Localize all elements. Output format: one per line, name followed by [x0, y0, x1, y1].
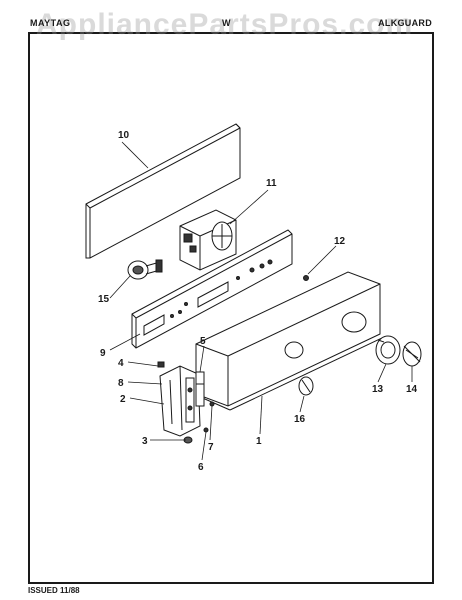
- callout-15: 15: [98, 294, 110, 305]
- header-model: W: [222, 18, 231, 28]
- part-screw: [303, 275, 309, 281]
- part-push-switch: [195, 371, 205, 407]
- callout-2: 2: [120, 394, 126, 405]
- callout-9: 9: [100, 348, 106, 359]
- callout-4: 4: [118, 358, 124, 369]
- part-selector-knob: [298, 376, 314, 396]
- page-frame: [28, 32, 434, 584]
- part-dial-skirt: [375, 335, 401, 365]
- callout-12: 12: [334, 236, 346, 247]
- callout-16: 16: [294, 414, 306, 425]
- part-switch: [127, 259, 163, 280]
- callout-10: 10: [118, 130, 130, 141]
- part-timer: [179, 209, 237, 271]
- part-small-screw: [157, 361, 165, 368]
- callout-14: 14: [406, 384, 418, 395]
- leader-lines: [109, 141, 413, 461]
- part-fastener: [203, 401, 215, 433]
- callout-5: 5: [200, 336, 206, 347]
- callout-1: 1: [256, 436, 262, 447]
- callout-7: 7: [208, 442, 214, 453]
- part-switch-bracket: [159, 365, 201, 437]
- header-series: ALKGUARD: [378, 18, 432, 28]
- callout-11: 11: [266, 178, 277, 189]
- watermark: AppliancePartsPros.com: [36, 8, 414, 41]
- part-control-panel: [131, 229, 293, 349]
- callout-8: 8: [118, 378, 124, 389]
- part-timer-knob: [402, 341, 422, 367]
- callout-6: 6: [198, 462, 204, 473]
- callout-13: 13: [372, 384, 384, 395]
- footer-issue-date: ISSUED 11/88: [28, 586, 80, 595]
- callout-3: 3: [142, 436, 148, 447]
- header-brand: MAYTAG: [30, 18, 71, 28]
- part-back-panel: [85, 123, 241, 259]
